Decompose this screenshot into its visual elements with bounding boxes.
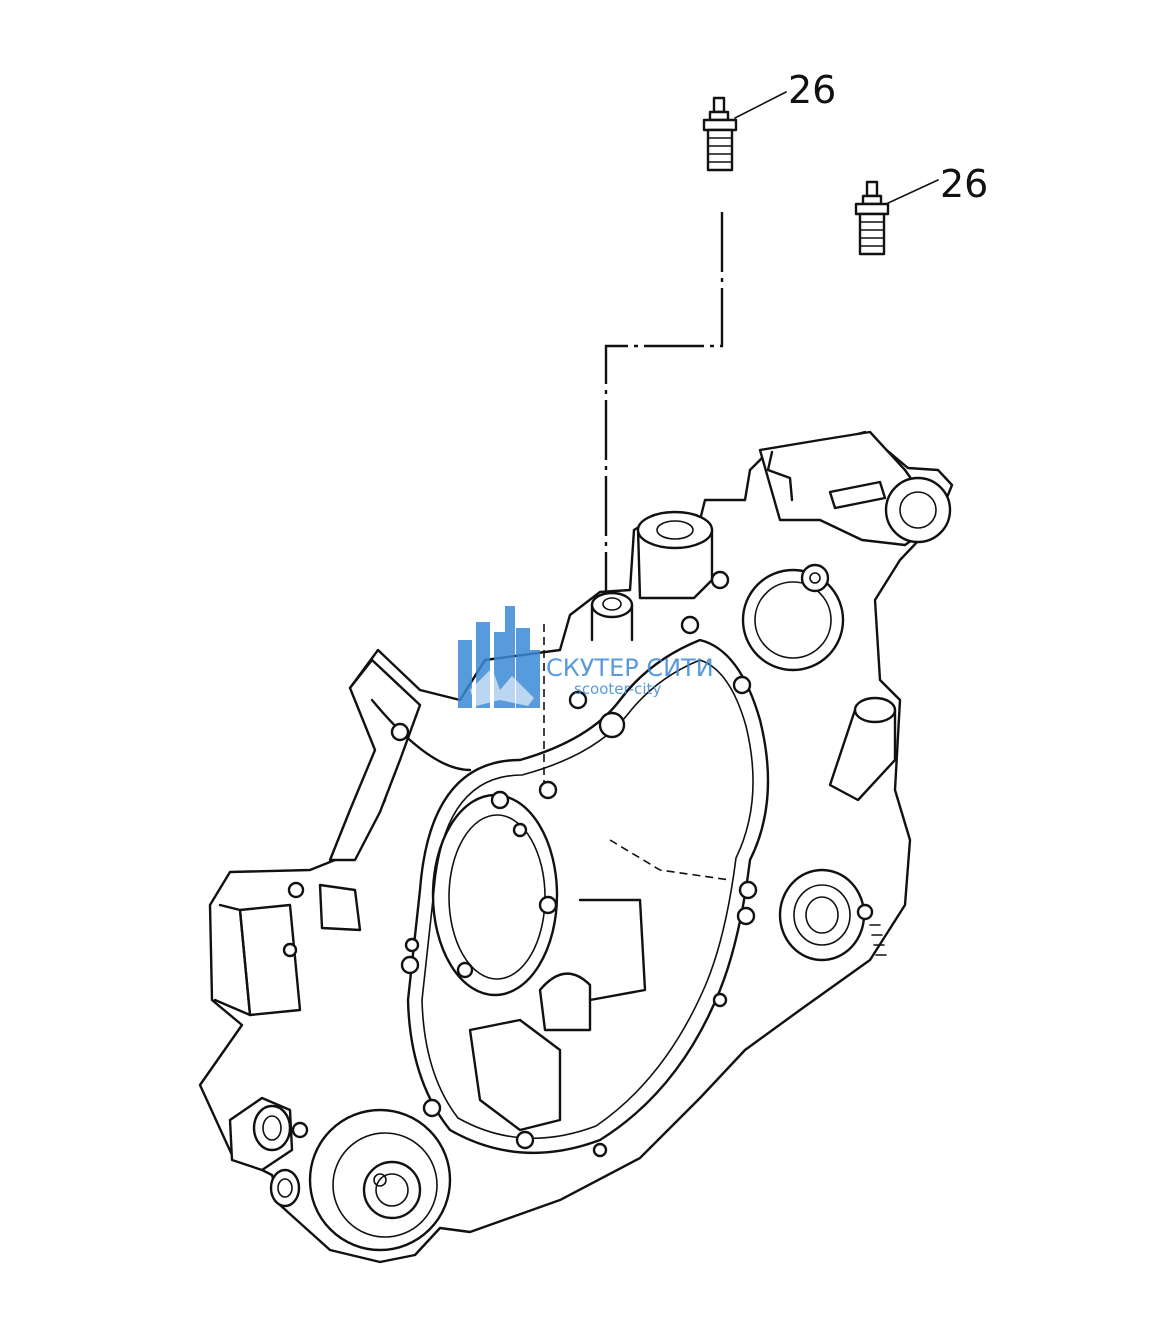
scooter-city-watermark: СКУТЕР СИТИ scooter-city xyxy=(458,606,714,708)
crankcase-half xyxy=(198,430,954,1264)
callout-label-2: 26 xyxy=(940,162,988,206)
city-skyline-logo-icon xyxy=(458,606,540,708)
watermark-subtitle: scooter-city xyxy=(574,680,661,698)
bolt-part-1 xyxy=(702,96,738,172)
bolt-part-2 xyxy=(854,180,890,256)
assembly-leader-line xyxy=(604,212,724,596)
watermark-title: СКУТЕР СИТИ xyxy=(546,654,714,682)
callout-label-1: 26 xyxy=(788,68,836,112)
